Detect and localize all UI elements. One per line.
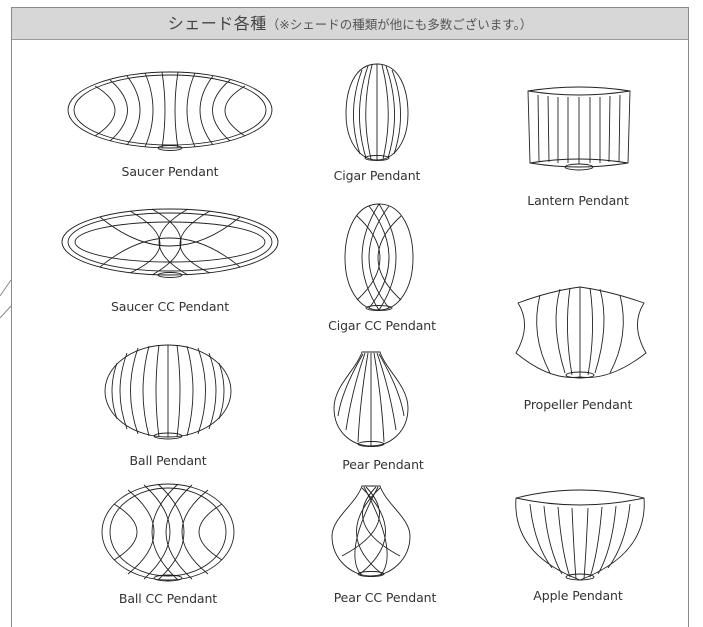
cigar-cc-pendant-label: Cigar CC Pendant bbox=[328, 318, 436, 333]
ball-cc-pendant bbox=[100, 482, 236, 584]
propeller-pendant bbox=[510, 285, 652, 385]
cigar-pendant-illustration bbox=[345, 63, 409, 161]
ball-pendant-label: Ball Pendant bbox=[129, 453, 207, 468]
cigar-cc-pendant-illustration bbox=[344, 203, 414, 311]
shade-panel: シェード各種（※シェードの種類が他にも多数ございます。） bbox=[11, 7, 689, 627]
panel-header: シェード各種（※シェードの種類が他にも多数ございます。） bbox=[12, 8, 688, 40]
lantern-pendant-illustration bbox=[527, 86, 631, 171]
saucer-cc-pendant-label: Saucer CC Pendant bbox=[110, 299, 230, 314]
pear-pendant bbox=[332, 350, 410, 450]
callout-pointer bbox=[0, 279, 12, 319]
apple-pendant-illustration bbox=[515, 489, 645, 581]
saucer-cc-pendant bbox=[60, 205, 280, 287]
apple-pendant-label: Apple Pendant bbox=[533, 588, 623, 603]
header-note: （※シェードの種類が他にも多数ございます。） bbox=[266, 17, 533, 32]
header-title: シェード各種 bbox=[167, 14, 267, 33]
ball-pendant-illustration bbox=[104, 344, 232, 440]
cigar-pendant-label: Cigar Pendant bbox=[333, 168, 421, 183]
saucer-cc-pendant-illustration bbox=[61, 208, 279, 278]
saucer-pendant bbox=[65, 68, 275, 160]
propeller-pendant-illustration bbox=[515, 286, 647, 379]
saucer-pendant-label: Saucer Pendant bbox=[121, 164, 219, 179]
apple-pendant bbox=[512, 484, 648, 584]
ball-cc-pendant-label: Ball CC Pendant bbox=[118, 591, 218, 606]
pear-cc-pendant-label: Pear CC Pendant bbox=[333, 590, 437, 605]
cigar-cc-pendant bbox=[343, 202, 415, 314]
lantern-pendant bbox=[522, 83, 636, 175]
cigar-pendant bbox=[344, 62, 410, 164]
lantern-pendant-label: Lantern Pendant bbox=[527, 193, 629, 208]
pear-cc-pendant bbox=[330, 484, 412, 580]
pear-pendant-label: Pear Pendant bbox=[342, 457, 424, 472]
ball-cc-pendant-illustration bbox=[101, 483, 235, 582]
propeller-pendant-label: Propeller Pendant bbox=[523, 397, 633, 412]
ball-pendant bbox=[103, 343, 233, 443]
pear-pendant-illustration bbox=[333, 351, 409, 447]
pear-cc-pendant-illustration bbox=[331, 485, 411, 577]
saucer-pendant-illustration bbox=[67, 71, 273, 151]
